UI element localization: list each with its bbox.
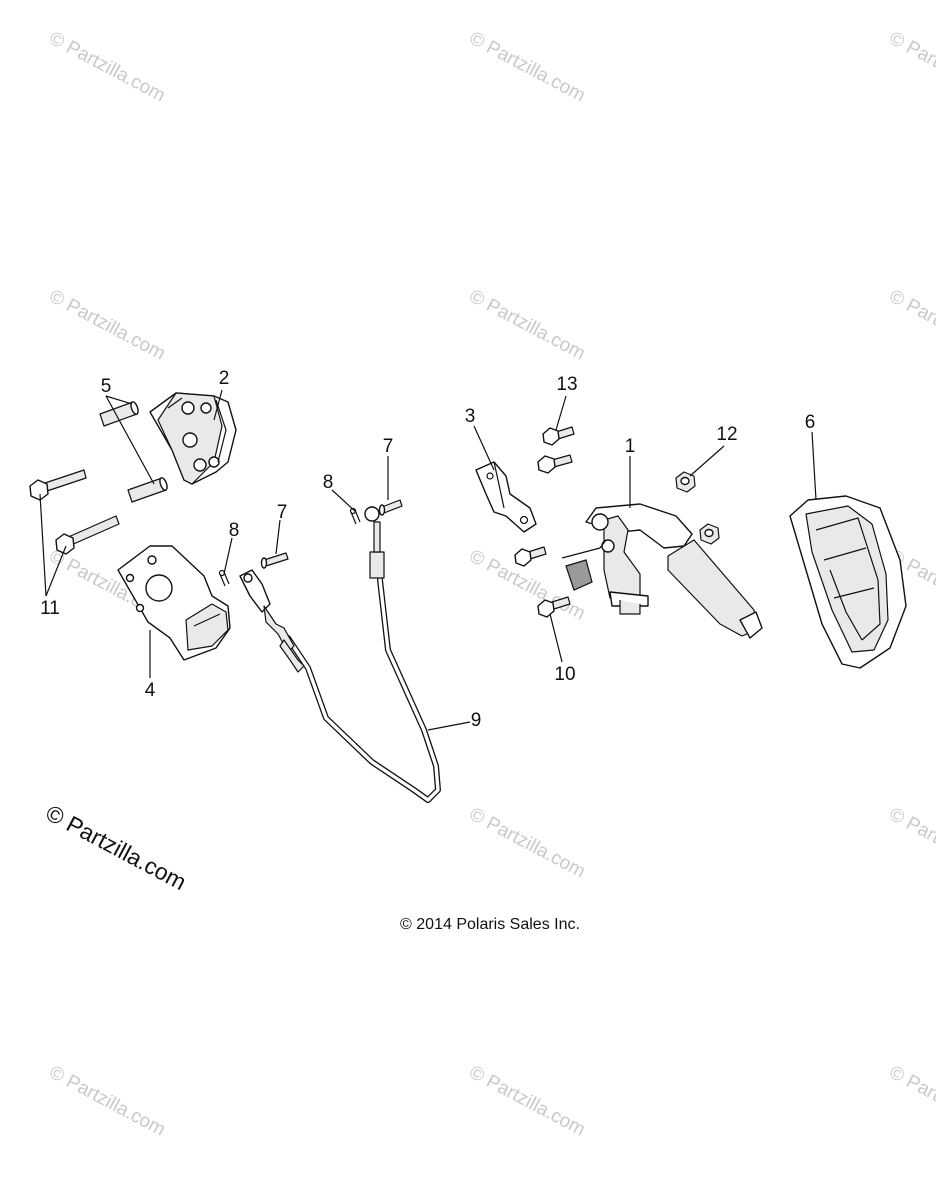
- watermark: © Partzilla.com: [886, 1062, 936, 1141]
- callout-12: 12: [716, 424, 737, 445]
- callout-13: 13: [556, 374, 577, 395]
- part-13-bolt[interactable]: [537, 426, 575, 474]
- callout-11: 11: [40, 598, 60, 619]
- part-1-lever-assembly[interactable]: [561, 503, 763, 639]
- copyright-notice: © 2014 Polaris Sales Inc.: [400, 916, 580, 933]
- callout-1: 1: [625, 436, 636, 457]
- part-10-bolt[interactable]: [514, 546, 571, 618]
- callout-7: 7: [383, 436, 394, 457]
- callout-9: 9: [471, 710, 482, 731]
- watermark-corner: © Partzilla.com: [42, 799, 191, 895]
- callout-6: 6: [805, 412, 816, 433]
- callout-10: 10: [554, 664, 575, 685]
- callout-3: 3: [465, 406, 476, 427]
- callout-5: 5: [101, 376, 112, 397]
- part-4-bracket[interactable]: [117, 545, 231, 661]
- watermark: © Partzilla.com: [886, 28, 936, 107]
- part-9-cable[interactable]: [239, 506, 441, 803]
- part-11-bolts[interactable]: [29, 469, 120, 555]
- callout-4: 4: [145, 680, 156, 701]
- watermark: © Partzilla.com: [46, 1062, 169, 1141]
- part-7-pin[interactable]: [260, 552, 289, 569]
- part-3-bracket[interactable]: [475, 461, 537, 533]
- leader-lines: [39, 389, 817, 731]
- part-5-spacers[interactable]: [99, 401, 169, 503]
- watermark: © Partzilla.com: [46, 28, 169, 107]
- part-2-bracket[interactable]: [149, 392, 237, 485]
- part-12-nut[interactable]: [675, 471, 720, 545]
- callout-8: 8: [323, 472, 334, 493]
- part-6-boot[interactable]: [789, 495, 907, 669]
- callout-labels: 1 2 3 4 5 6 7 7 8 8 9 10 11 12 13: [40, 368, 815, 731]
- watermark: © Partzilla.com: [466, 1062, 589, 1141]
- watermark: © Partzilla.com: [886, 286, 936, 365]
- watermark: © Partzilla.com: [466, 804, 589, 883]
- watermark: © Partzilla.com: [46, 286, 169, 365]
- watermark: © Partzilla.com: [466, 286, 589, 365]
- part-7-pin[interactable]: [378, 499, 403, 516]
- callout-8: 8: [229, 520, 240, 541]
- watermark: © Partzilla.com: [886, 804, 936, 883]
- callout-2: 2: [219, 368, 230, 389]
- callout-7: 7: [277, 502, 288, 523]
- watermark: © Partzilla.com: [466, 28, 589, 107]
